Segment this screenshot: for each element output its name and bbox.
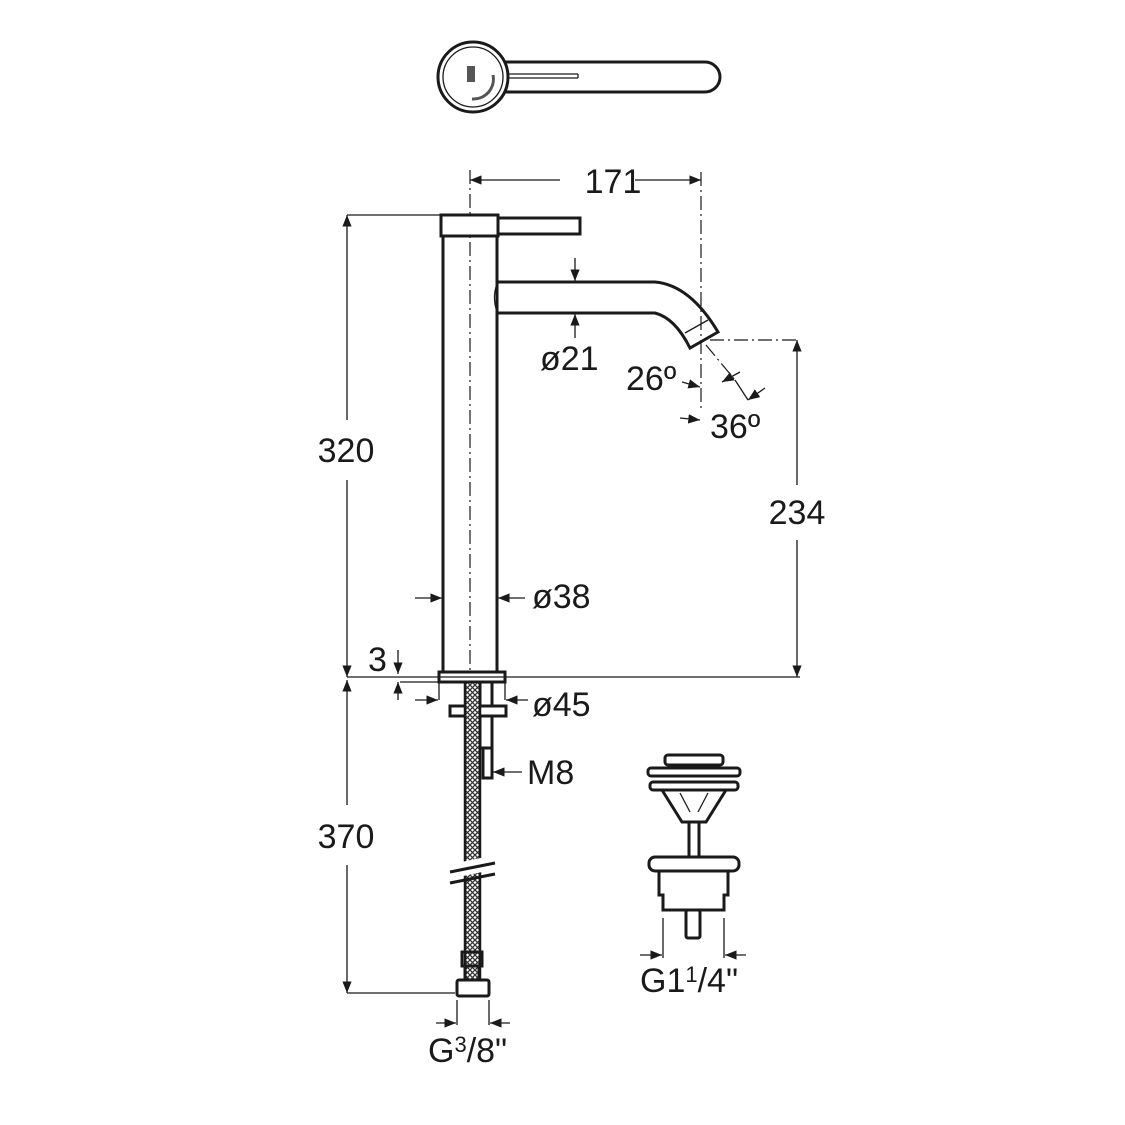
label-g38: G3/8" bbox=[428, 1032, 507, 1070]
flexible-hose bbox=[463, 680, 482, 984]
roca-logo bbox=[467, 66, 475, 82]
label-26deg: 26º bbox=[626, 360, 676, 398]
label-d45: ø45 bbox=[532, 686, 591, 724]
hose-nut bbox=[455, 978, 491, 998]
top-view bbox=[436, 40, 722, 114]
label-36deg: 36º bbox=[710, 408, 760, 446]
label-d21: ø21 bbox=[540, 340, 599, 378]
label-d38: ø38 bbox=[532, 578, 591, 616]
label-234: 234 bbox=[769, 494, 826, 532]
label-g114: G11/4" bbox=[640, 962, 738, 1000]
lever-handle bbox=[496, 216, 582, 236]
top-view-lever bbox=[500, 60, 722, 94]
cap bbox=[439, 213, 500, 238]
label-370: 370 bbox=[318, 818, 375, 856]
dimension-lines bbox=[342, 175, 802, 1028]
click-clack-waste-valve bbox=[646, 753, 742, 940]
spout bbox=[497, 280, 721, 351]
label-320: 320 bbox=[318, 432, 375, 470]
dimension-labels: 171 320 234 ø21 26º 36º ø38 3 ø45 M8 370… bbox=[318, 163, 826, 1070]
label-171: 171 bbox=[585, 163, 642, 201]
m8-stud bbox=[481, 746, 494, 780]
label-m8: M8 bbox=[527, 754, 574, 792]
faucet-body bbox=[437, 213, 721, 998]
label-3: 3 bbox=[368, 641, 387, 679]
